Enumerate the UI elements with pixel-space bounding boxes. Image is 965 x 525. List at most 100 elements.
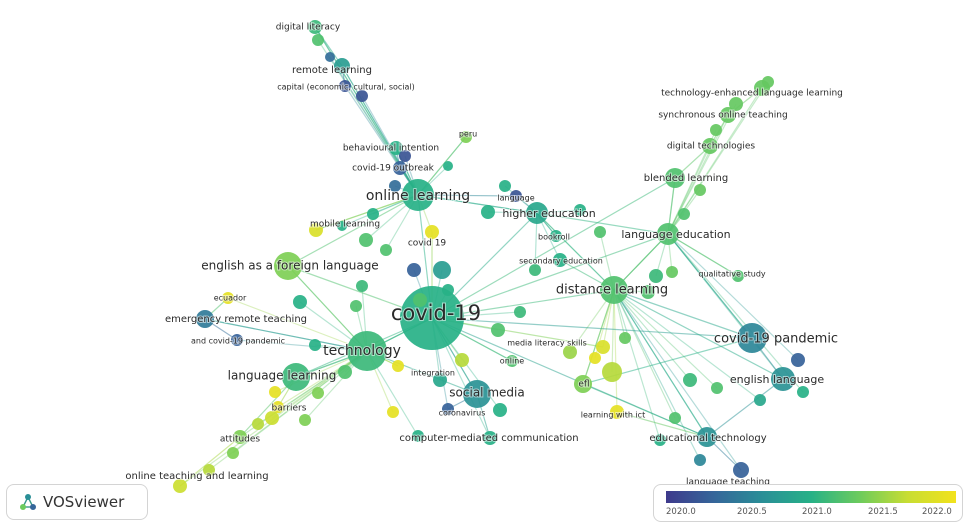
unlabeled-node[interactable] bbox=[442, 284, 454, 296]
keyword-node[interactable] bbox=[657, 223, 679, 245]
keyword-label[interactable]: technology bbox=[322, 342, 402, 360]
unlabeled-node[interactable] bbox=[389, 180, 401, 192]
keyword-node[interactable] bbox=[600, 276, 628, 304]
keyword-label[interactable]: and covid-19 pandemic bbox=[190, 336, 286, 347]
keyword-label[interactable]: qualitative study bbox=[697, 269, 767, 280]
keyword-label[interactable]: coronavirus bbox=[438, 408, 487, 419]
unlabeled-node[interactable] bbox=[387, 406, 399, 418]
unlabeled-node[interactable] bbox=[356, 280, 368, 292]
keyword-label[interactable]: educational technology bbox=[648, 432, 767, 445]
keyword-label[interactable]: online learning bbox=[365, 187, 471, 205]
unlabeled-node[interactable] bbox=[293, 295, 307, 309]
unlabeled-node[interactable] bbox=[641, 285, 655, 299]
keyword-node[interactable] bbox=[483, 431, 497, 445]
keyword-label[interactable]: covid-19 outbreak bbox=[351, 163, 436, 175]
keyword-node[interactable] bbox=[697, 427, 717, 447]
keyword-label[interactable]: online teaching and learning bbox=[124, 470, 269, 483]
keyword-node[interactable] bbox=[732, 270, 744, 282]
keyword-label[interactable]: remote learning bbox=[291, 64, 373, 77]
keyword-node[interactable] bbox=[720, 107, 736, 123]
keyword-label[interactable]: computer-mediated communication bbox=[398, 432, 579, 445]
unlabeled-node[interactable] bbox=[762, 76, 774, 88]
unlabeled-node[interactable] bbox=[413, 293, 427, 307]
unlabeled-node[interactable] bbox=[265, 411, 279, 425]
unlabeled-node[interactable] bbox=[493, 403, 507, 417]
unlabeled-node[interactable] bbox=[602, 362, 622, 382]
unlabeled-node[interactable] bbox=[407, 263, 421, 277]
unlabeled-node[interactable] bbox=[619, 332, 631, 344]
unlabeled-node[interactable] bbox=[325, 52, 335, 62]
keyword-label[interactable]: barriers bbox=[271, 403, 308, 415]
keyword-node[interactable] bbox=[550, 230, 562, 242]
keyword-label[interactable]: secondary education bbox=[518, 256, 604, 267]
unlabeled-node[interactable] bbox=[711, 382, 723, 394]
unlabeled-node[interactable] bbox=[683, 373, 697, 387]
keyword-node[interactable] bbox=[173, 479, 187, 493]
unlabeled-node[interactable] bbox=[729, 97, 743, 111]
keyword-label[interactable]: synchronous online teaching bbox=[657, 110, 788, 122]
keyword-node[interactable] bbox=[665, 168, 685, 188]
keyword-node[interactable] bbox=[506, 355, 518, 367]
keyword-node[interactable] bbox=[771, 367, 795, 391]
keyword-label[interactable]: technology-enhanced language learning bbox=[660, 88, 844, 100]
unlabeled-node[interactable] bbox=[380, 244, 392, 256]
keyword-node[interactable] bbox=[308, 20, 322, 34]
keyword-node[interactable] bbox=[231, 334, 243, 346]
keyword-label[interactable]: english language bbox=[729, 372, 825, 387]
unlabeled-node[interactable] bbox=[433, 261, 451, 279]
keyword-node[interactable] bbox=[402, 179, 434, 211]
keyword-label[interactable]: higher education bbox=[501, 206, 596, 221]
keyword-node[interactable] bbox=[596, 340, 610, 354]
keyword-node[interactable] bbox=[737, 323, 767, 353]
keyword-node[interactable] bbox=[553, 253, 567, 267]
unlabeled-node[interactable] bbox=[694, 454, 706, 466]
keyword-label[interactable]: covid 19 bbox=[407, 238, 448, 250]
keyword-node[interactable] bbox=[392, 360, 404, 372]
keyword-node[interactable] bbox=[526, 202, 548, 224]
unlabeled-node[interactable] bbox=[649, 269, 663, 283]
unlabeled-node[interactable] bbox=[252, 418, 264, 430]
keyword-label[interactable]: emergency remote teaching bbox=[164, 313, 308, 326]
unlabeled-node[interactable] bbox=[669, 412, 681, 424]
keyword-node[interactable] bbox=[282, 363, 310, 391]
keyword-node[interactable] bbox=[272, 401, 284, 413]
unlabeled-node[interactable] bbox=[666, 266, 678, 278]
keyword-label[interactable]: english as a foreign language bbox=[200, 258, 379, 274]
keyword-label[interactable]: distance learning bbox=[555, 282, 669, 299]
unlabeled-node[interactable] bbox=[491, 323, 505, 337]
keyword-label[interactable]: integration bbox=[410, 368, 456, 379]
keyword-node[interactable] bbox=[463, 380, 491, 408]
unlabeled-node[interactable] bbox=[754, 394, 766, 406]
unlabeled-node[interactable] bbox=[399, 150, 411, 162]
keyword-label[interactable]: covid-19 pandemic bbox=[713, 331, 839, 348]
keyword-label[interactable]: language bbox=[496, 193, 535, 204]
unlabeled-node[interactable] bbox=[227, 447, 239, 459]
unlabeled-node[interactable] bbox=[433, 373, 447, 387]
keyword-node[interactable] bbox=[233, 430, 247, 444]
unlabeled-node[interactable] bbox=[412, 430, 424, 442]
keyword-node[interactable] bbox=[610, 405, 624, 419]
keyword-node[interactable] bbox=[442, 403, 454, 415]
keyword-label[interactable]: blended learning bbox=[643, 172, 729, 185]
unlabeled-node[interactable] bbox=[443, 161, 453, 171]
keyword-label[interactable]: language learning bbox=[227, 368, 338, 384]
unlabeled-node[interactable] bbox=[455, 353, 469, 367]
keyword-label[interactable]: ecuador bbox=[213, 293, 248, 304]
unlabeled-node[interactable] bbox=[563, 345, 577, 359]
keyword-label[interactable]: mobile learning bbox=[309, 219, 381, 231]
keyword-node[interactable] bbox=[274, 252, 302, 280]
unlabeled-node[interactable] bbox=[203, 464, 215, 476]
unlabeled-node[interactable] bbox=[694, 184, 706, 196]
unlabeled-node[interactable] bbox=[337, 221, 347, 231]
unlabeled-node[interactable] bbox=[589, 352, 601, 364]
keyword-label[interactable]: attitudes bbox=[219, 434, 262, 446]
unlabeled-node[interactable] bbox=[312, 387, 324, 399]
keyword-node[interactable] bbox=[339, 80, 351, 92]
unlabeled-node[interactable] bbox=[367, 208, 379, 220]
keyword-label[interactable]: bookroll bbox=[537, 232, 571, 243]
unlabeled-node[interactable] bbox=[574, 204, 586, 216]
unlabeled-node[interactable] bbox=[514, 306, 526, 318]
keyword-node[interactable] bbox=[389, 141, 403, 155]
keyword-node[interactable] bbox=[425, 225, 439, 239]
